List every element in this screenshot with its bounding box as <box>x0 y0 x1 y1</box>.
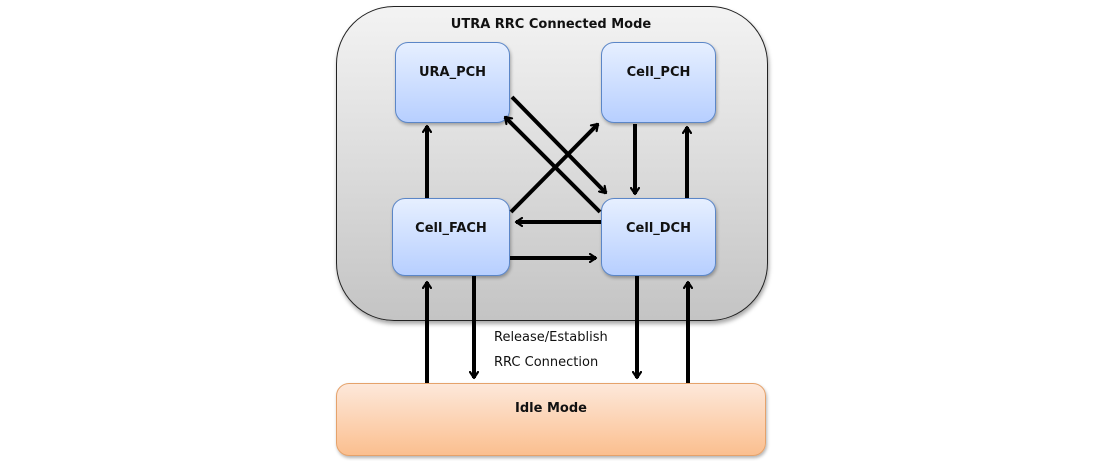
transition-note-line2: RRC Connection <box>494 355 599 370</box>
arrow-ura-to-dch <box>510 95 608 195</box>
state-label: URA_PCH <box>418 65 487 80</box>
state-label: Cell_FACH <box>415 221 487 236</box>
idle-mode-box[interactable]: Idle Mode <box>336 383 766 456</box>
arrow-fach-to-pch <box>509 122 600 214</box>
state-ura-pch[interactable]: URA_PCH <box>395 42 510 123</box>
connected-mode-title: UTRA RRC Connected Mode <box>450 17 652 32</box>
state-cell-dch[interactable]: Cell_DCH <box>601 198 716 276</box>
state-label: Cell_DCH <box>626 221 691 236</box>
state-cell-pch[interactable]: Cell_PCH <box>601 42 716 123</box>
state-cell-fach[interactable]: Cell_FACH <box>392 198 510 276</box>
state-label: Cell_PCH <box>626 65 691 80</box>
arrow-dch-to-ura <box>503 115 602 214</box>
idle-mode-label: Idle Mode <box>515 401 587 416</box>
transition-note-line1: Release/Establish <box>494 330 608 345</box>
